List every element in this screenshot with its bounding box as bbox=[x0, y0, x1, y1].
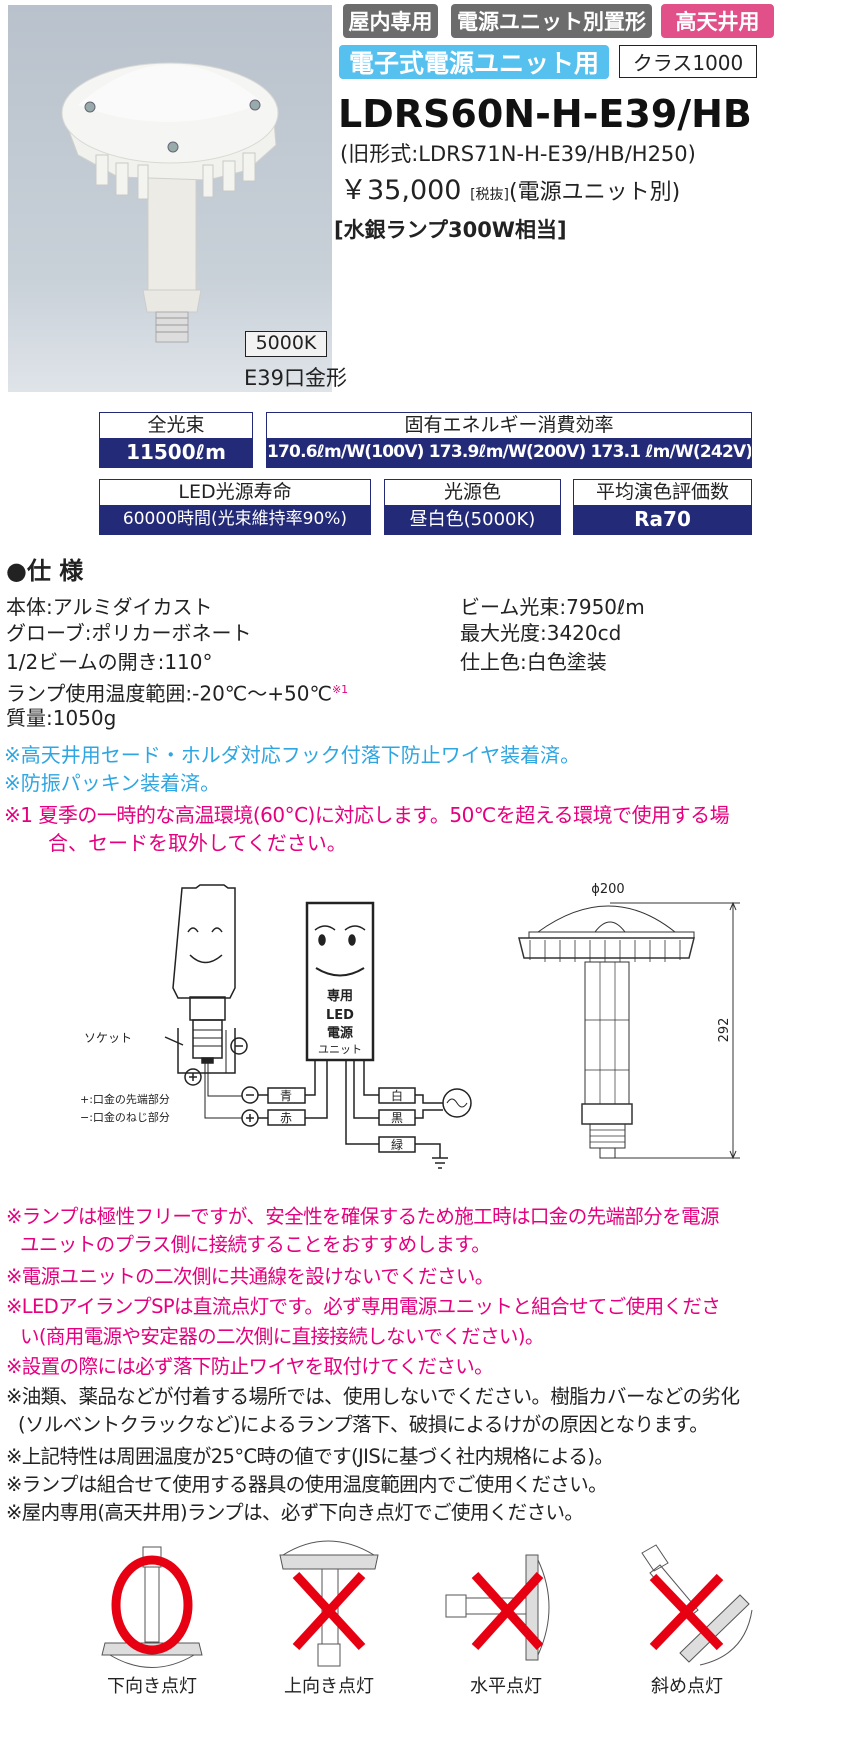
lamp-image bbox=[61, 62, 279, 343]
spec-label: 光源色 bbox=[385, 480, 560, 505]
plus-terminal bbox=[184, 1068, 202, 1086]
price: ￥35,000 [税抜](電源ユニット別) bbox=[340, 168, 680, 207]
caution-note: ※電源ユニットの二次側に共通線を設けないでください。 bbox=[6, 1265, 494, 1288]
spec-value: 170.6ℓm/W(100V) 173.9ℓm/W(200V) 173.1 ℓm… bbox=[267, 438, 751, 467]
spec-temp-range: ランプ使用温度範囲:-20℃～+50℃ bbox=[6, 681, 332, 706]
power-unit-box bbox=[305, 901, 375, 1062]
orientation-down-icon bbox=[101, 1546, 203, 1668]
note: ※屋内専用(高天井用)ランプは、必ず下向き点灯でご使用ください。 bbox=[6, 1501, 584, 1524]
orientation-diagrams bbox=[101, 1540, 753, 1668]
old-model: (旧形式:LDRS71N-H-E39/HB/H250) bbox=[340, 142, 696, 166]
caution-note: ※ランプは極性フリーですが、安全性を確保するため施工時は口金の先端部分を電源 bbox=[6, 1205, 720, 1228]
spec-label: 全光束 bbox=[100, 413, 252, 438]
spec-value: 11500ℓm bbox=[100, 438, 252, 467]
tax-note: [税抜] bbox=[470, 187, 510, 203]
dome bbox=[537, 905, 676, 933]
lamp-screw-base bbox=[192, 1019, 223, 1059]
spec-value: Ra70 bbox=[574, 505, 751, 534]
spec-label: 平均演色評価数 bbox=[574, 480, 751, 505]
product-photo bbox=[8, 5, 332, 392]
spec-line: ランプ使用温度範囲:-20℃～+50℃※1 bbox=[6, 678, 348, 706]
caution-note: い(商用電源や安定器の二次側に直接接続しないでください)。 bbox=[20, 1325, 544, 1348]
wire-label: 黒 bbox=[391, 1111, 403, 1125]
badge-high-ceiling: 高天井用 bbox=[661, 4, 774, 38]
spec-line: 質量:1050g bbox=[6, 706, 117, 730]
spec-box-light-color: 光源色昼白色(5000K) bbox=[384, 479, 561, 535]
wiring-diagram: ソケット 専用 LED 電源 ユニット 青 赤 白 黒 緑 +:口金の先端部分 … bbox=[80, 884, 472, 1169]
spec-line: 最大光度:3420cd bbox=[460, 621, 622, 645]
pink-note: 合、セードを取外してください。 bbox=[48, 831, 347, 855]
ground-icon bbox=[415, 1143, 448, 1169]
orientation-label: 斜め点灯 bbox=[651, 1676, 723, 1697]
lamp-smile bbox=[189, 954, 223, 964]
orientation-label: 上向き点灯 bbox=[284, 1676, 374, 1697]
unit-label: LED bbox=[326, 1008, 354, 1023]
spec-line: ビーム光束:7950ℓm bbox=[460, 595, 645, 619]
caution-note: ユニットのプラス側に接続することをおすすめします。 bbox=[20, 1233, 491, 1256]
neck bbox=[584, 961, 630, 1105]
orientation-label: 水平点灯 bbox=[470, 1676, 542, 1697]
note: (ソルベントクラックなど)によるランプ落下、破損によるけがの原因となります。 bbox=[18, 1413, 709, 1436]
dimension-drawing: ϕ200 292 bbox=[518, 882, 740, 1160]
minus-terminal bbox=[230, 1037, 248, 1055]
wire-label: 赤 bbox=[280, 1111, 292, 1125]
note: ※上記特性は周囲温度が25°C時の値です(JISに基づく社内規格による)。 bbox=[6, 1445, 614, 1468]
note: ※ランプは組合せて使用する器具の使用温度範囲内でご使用ください。 bbox=[6, 1473, 608, 1496]
badge-class: クラス1000 bbox=[619, 45, 757, 78]
orientation-horizontal-icon bbox=[445, 1554, 550, 1661]
badge-electronic-unit: 電子式電源ユニット用 bbox=[339, 45, 609, 79]
ng-cross-icon bbox=[471, 1571, 544, 1651]
color-temp-label: 5000K bbox=[245, 331, 327, 357]
orientation-up-icon bbox=[279, 1540, 379, 1667]
caution-note: ※設置の際には必ず落下防止ワイヤを取付けてください。 bbox=[6, 1355, 494, 1378]
orientation-label: 下向き点灯 bbox=[107, 1676, 197, 1697]
lamp-outline bbox=[172, 884, 236, 999]
ng-cross-icon bbox=[649, 1573, 724, 1651]
wire-label: 緑 bbox=[391, 1137, 403, 1152]
orientation-tilted-icon bbox=[641, 1544, 753, 1666]
spec-label: LED光源寿命 bbox=[100, 480, 370, 505]
heatsink bbox=[518, 937, 695, 959]
unit-label: 専用 bbox=[327, 988, 353, 1004]
blue-note: ※高天井用セード・ホルダ対応フック付落下防止ワイヤ装着済。 bbox=[4, 743, 581, 767]
socket-label: ソケット bbox=[84, 1031, 132, 1045]
wire-label: 青 bbox=[280, 1089, 292, 1103]
ok-circle-icon bbox=[111, 1555, 193, 1655]
diameter-label: ϕ200 bbox=[591, 882, 624, 897]
height-label: 292 bbox=[717, 1018, 732, 1043]
spec-line: 本体:アルミダイカスト bbox=[6, 595, 213, 619]
price-note: (電源ユニット別) bbox=[509, 180, 681, 205]
spec-line: 仕上色:白色塗装 bbox=[460, 650, 607, 674]
spec-value: 昼白色(5000K) bbox=[385, 505, 560, 534]
price-value: ￥35,000 bbox=[340, 175, 462, 206]
model-number: LDRS60N-H-E39/HB bbox=[338, 92, 752, 136]
ac-source-icon bbox=[442, 1088, 472, 1118]
ng-cross-icon bbox=[292, 1571, 366, 1651]
legend-minus: −:口金のねじ部分 bbox=[80, 1110, 170, 1124]
pink-note: ※1 夏季の一時的な高温環境(60°C)に対応します。50℃を超える環境で使用す… bbox=[4, 803, 730, 827]
badge-indoor: 屋内専用 bbox=[343, 4, 438, 38]
unit-label: 電源 bbox=[327, 1025, 353, 1041]
mercury-equivalent: [水銀ランプ300W相当] bbox=[334, 218, 567, 242]
spec-heading: ●仕 様 bbox=[6, 557, 84, 585]
spec-line: グローブ:ポリカーボネート bbox=[6, 621, 252, 645]
blue-note: ※防振パッキン装着済。 bbox=[4, 771, 221, 795]
footnote-mark: ※1 bbox=[331, 683, 349, 696]
spec-label: 固有エネルギー消費効率 bbox=[267, 413, 751, 438]
badge-separate-unit: 電源ユニット別置形 bbox=[451, 4, 652, 38]
spec-line: 1/2ビームの開き:110° bbox=[6, 650, 213, 674]
unit-label: ユニット bbox=[318, 1043, 362, 1056]
legend-plus: +:口金の先端部分 bbox=[80, 1092, 170, 1106]
base-type-label: E39口金形 bbox=[244, 366, 347, 390]
spec-value: 60000時間(光束維持率90%) bbox=[100, 505, 370, 534]
note: ※油類、薬品などが付着する場所では、使用しないでください。樹脂カバーなどの劣化 bbox=[6, 1385, 740, 1408]
caution-note: ※LEDアイランプSPは直流点灯です。必ず専用電源ユニットと組合せてご使用くださ bbox=[6, 1295, 721, 1318]
lamp-eyes bbox=[187, 927, 223, 933]
wire-label: 白 bbox=[391, 1088, 403, 1103]
